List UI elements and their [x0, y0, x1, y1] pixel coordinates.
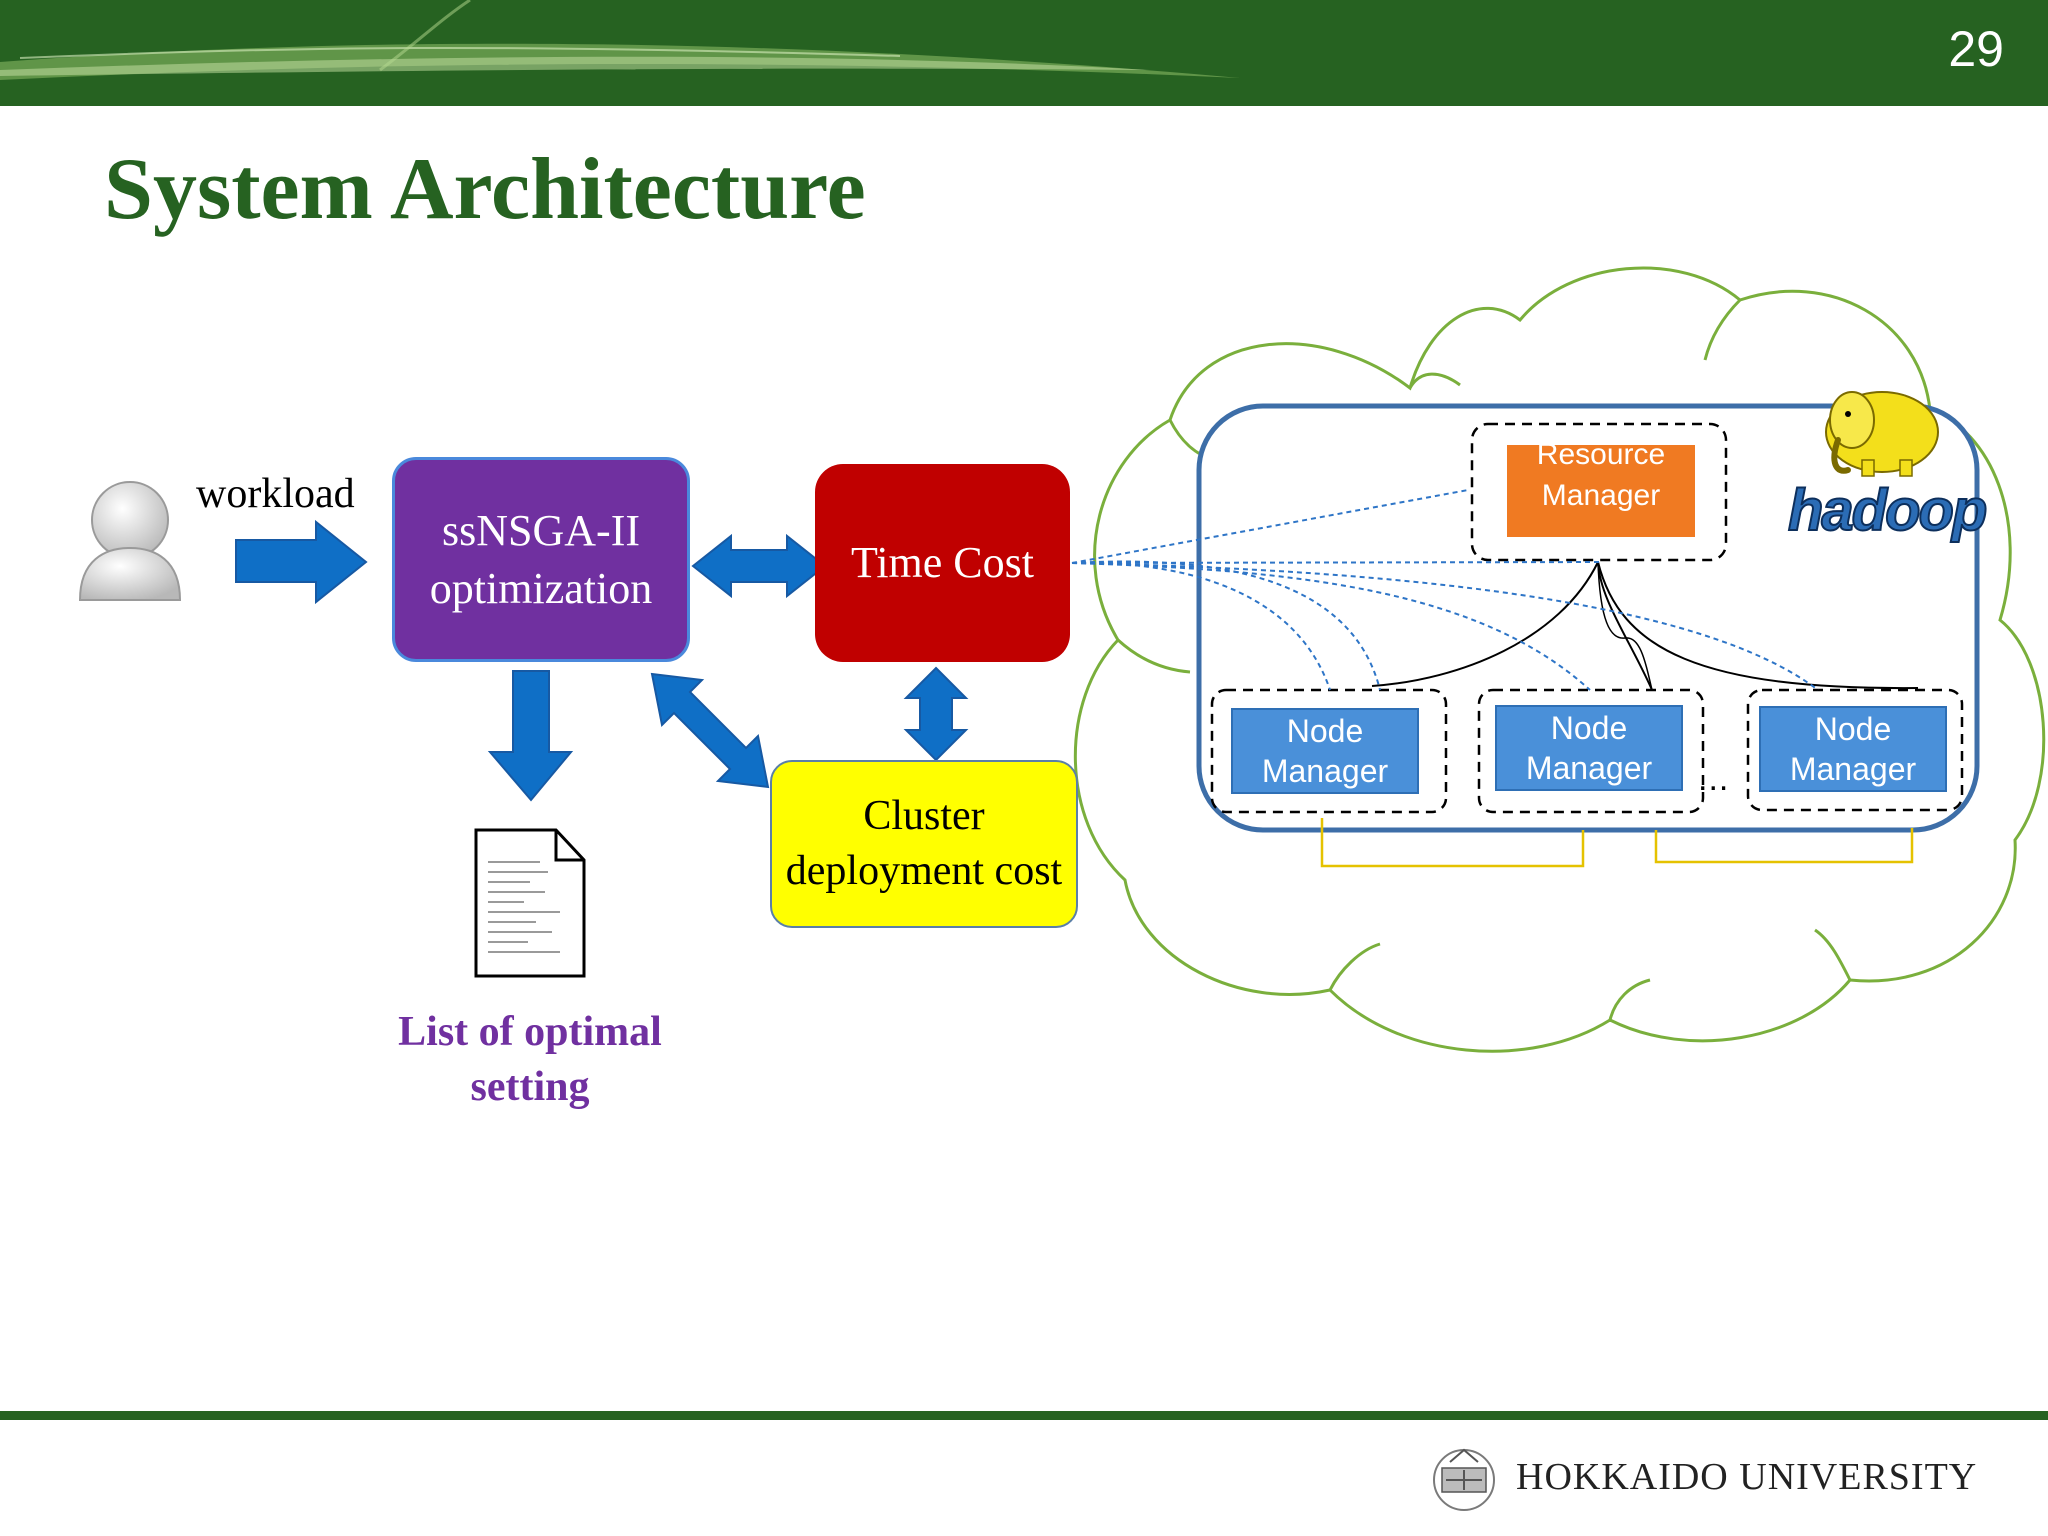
slide-number: 29 [1948, 21, 2004, 77]
footer-rule [0, 1411, 2048, 1420]
slide-title: System Architecture [104, 141, 866, 238]
node-manager-label: Node Manager [1261, 713, 1389, 789]
hadoop-logo-text: hadoop [1787, 477, 1988, 544]
university-crest-icon [1433, 1448, 1495, 1511]
cloud-outline [1073, 266, 2046, 1053]
document-icon [474, 828, 586, 978]
user-icon [78, 481, 182, 601]
time-cost-label: Time Cost [850, 538, 1034, 588]
optimizer-box: ssNSGA-II optimization [392, 457, 690, 662]
optimizer-label: ssNSGA-II optimization [429, 506, 653, 613]
node-manager-label: Node Manager [1525, 710, 1653, 786]
node-manager-box-2: Node Manager [1495, 705, 1683, 791]
output-label: List of optimal setting [398, 1009, 662, 1110]
cluster-cost-label: Cluster deployment cost [785, 793, 1063, 894]
resource-manager-box: Resource Manager [1507, 445, 1695, 537]
node-manager-box-3: Node Manager [1759, 706, 1947, 792]
optimizer-time-cost-arrow [691, 533, 827, 599]
header-swoosh [0, 0, 1240, 80]
optimizer-output-arrow [487, 670, 574, 802]
university-name: HOKKAIDO UNIVERSITY [1516, 1456, 1978, 1498]
node-manager-box-1: Node Manager [1231, 708, 1419, 794]
workload-label: workload [196, 471, 355, 517]
node-ellipsis: ... [1698, 760, 1730, 798]
time-cluster-arrow [903, 666, 969, 762]
cluster-cost-box: Cluster deployment cost [770, 760, 1078, 928]
time-cost-box: Time Cost [815, 464, 1070, 662]
hadoop-elephant-icon [1825, 391, 1939, 477]
header-band: 29 [0, 0, 2048, 106]
node-manager-label: Node Manager [1789, 711, 1917, 787]
workload-arrow [235, 519, 368, 605]
optimizer-cluster-arrow [650, 672, 770, 789]
resource-manager-label: Resource Manager [1536, 445, 1666, 512]
